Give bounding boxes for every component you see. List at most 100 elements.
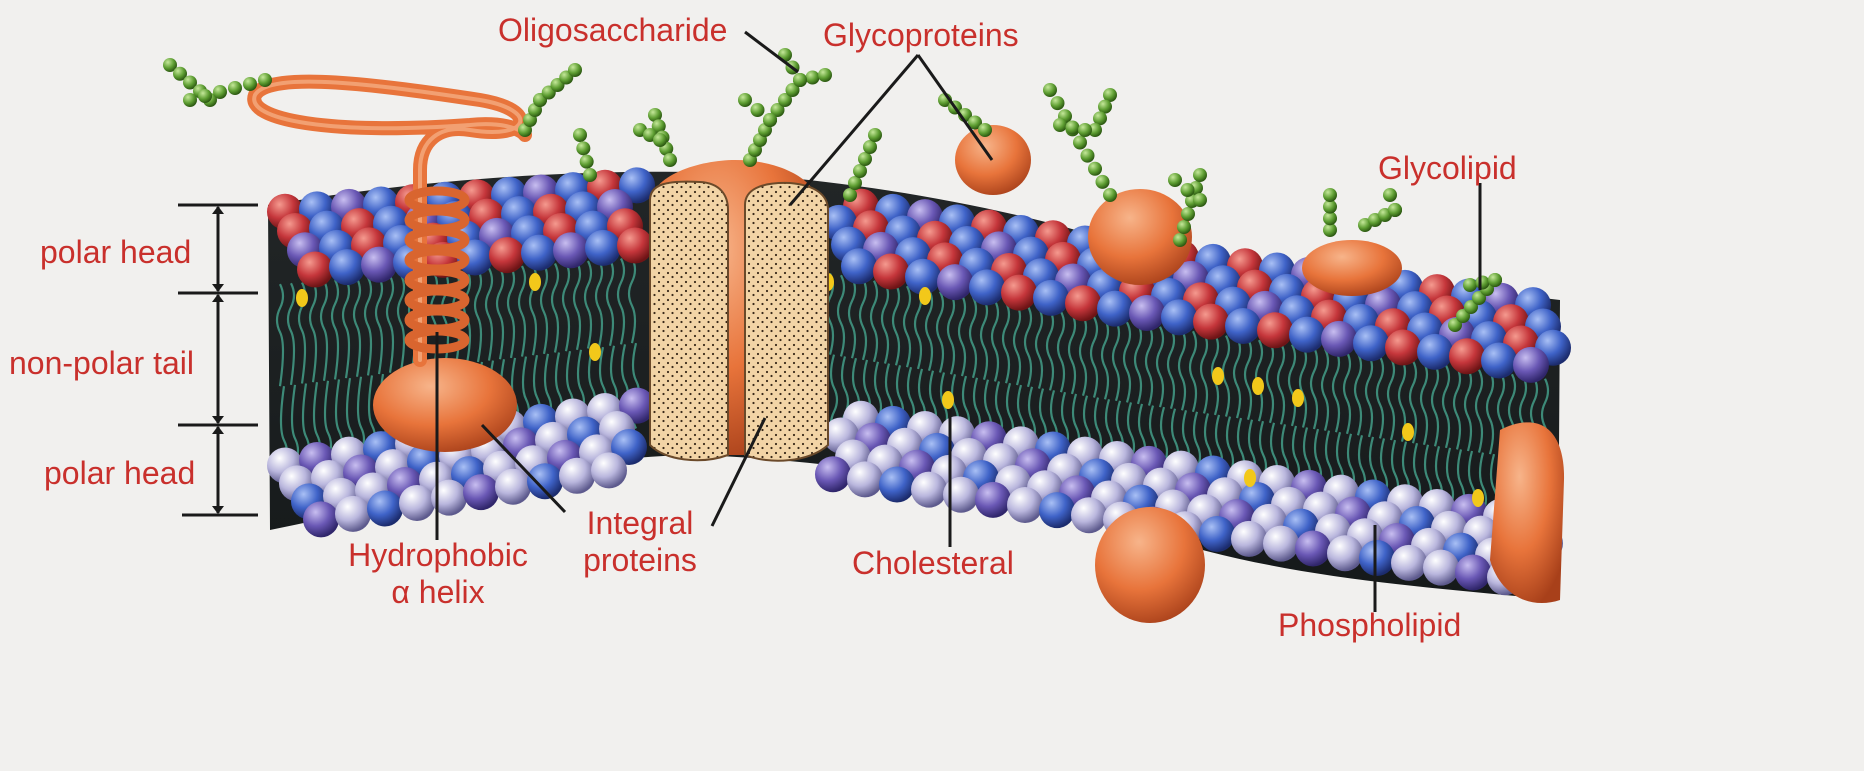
channel-protein-icon [650,160,828,461]
sugar-bead [1463,278,1477,292]
glycolipid-label: Glycolipid [1378,150,1517,187]
polar-head [1001,275,1037,311]
sugar-bead [1383,188,1397,202]
polar-head [1199,516,1235,552]
sugar-bead [818,68,832,82]
sugar-bead [583,168,597,182]
sugar-bead [1053,118,1067,132]
polar-head [585,230,621,266]
cholesterol-icon [296,289,308,307]
polar-head [1007,487,1043,523]
sugar-bead [1168,173,1182,187]
polar-head [489,237,525,273]
polar-head [329,249,365,285]
sugar-bead [1088,162,1102,176]
polar-head [1097,291,1133,327]
polar-head [1071,497,1107,533]
polar-head [969,269,1005,305]
glycoproteins-label: Glycoproteins [823,17,1019,54]
sugar-bead [1096,175,1110,189]
hydrophobic-line2: α helix [333,574,543,611]
sugar-bead [868,128,882,142]
sugar-bead [1043,83,1057,97]
polar-head-bottom-label: polar head [44,455,195,492]
polar-head [1513,347,1549,383]
cholesterol-icon [1472,489,1484,507]
polar-head [1129,295,1165,331]
polar-head [1231,521,1267,557]
sugar-bead [738,93,752,107]
polar-head [1039,492,1075,528]
cholesterol-icon [942,391,954,409]
polar-head [617,227,653,263]
polar-head [1385,330,1421,366]
sugar-bead [1066,121,1080,135]
polar-head [1263,526,1299,562]
polar-head [815,456,851,492]
sugar-bead [576,141,590,155]
sugar-bead [848,176,862,190]
peripheral-protein-right [1490,422,1564,603]
sugar-bead [1388,203,1402,217]
sugar-bead [580,155,594,169]
hydrophobic-helix-label: Hydrophobic α helix [333,537,543,611]
sugar-bead [863,140,877,154]
sugar-bead [1193,168,1207,182]
polar-head [591,452,627,488]
polar-head [1295,530,1331,566]
sugar-bead [573,128,587,142]
polar-head [463,474,499,510]
cholesterol-label: Cholesteral [852,545,1014,582]
sugar-bead [1173,233,1187,247]
polar-head [1225,308,1261,344]
polar-head [1423,550,1459,586]
polar-head [303,501,339,537]
polar-head [1359,540,1395,576]
polar-head [399,485,435,521]
integral-line1: Integral [565,505,715,542]
polar-head [559,458,595,494]
sugar-bead [183,93,197,107]
polar-head [1033,280,1069,316]
polar-head [335,496,371,532]
integral-line2: proteins [565,542,715,579]
non-polar-tail-label: non-polar tail [9,345,194,382]
cholesterol-icon [1402,423,1414,441]
polar-head [841,248,877,284]
polar-head [943,477,979,513]
polar-head [1449,338,1485,374]
sugar-bead [568,63,582,77]
polar-head-top-label: polar head [40,234,191,271]
hydrophobic-line1: Hydrophobic [333,537,543,574]
glycoprotein-icon [955,125,1031,195]
glycoprotein-icon [1302,240,1402,296]
sugar-bead [843,188,857,202]
sugar-bead [806,71,820,85]
sugar-bead [1181,207,1195,221]
sugar-bead [663,153,677,167]
polar-head [937,264,973,300]
sugar-bead [763,113,777,127]
polar-head [1417,334,1453,370]
sugar-bead [228,81,242,95]
cholesterol-icon [589,343,601,361]
cholesterol-icon [1292,389,1304,407]
sugar-bead [198,89,212,103]
sugar-bead [1073,136,1087,150]
polar-head [297,251,333,287]
polar-head [1391,545,1427,581]
polar-head [873,254,909,290]
polar-head [553,232,589,268]
sugar-bead [978,123,992,137]
phospholipid-label: Phospholipid [1278,607,1461,644]
polar-head [495,469,531,505]
sugar-bead [243,77,257,91]
sugar-bead [1051,96,1065,110]
sugar-bead [213,85,227,99]
sugar-bead [1193,193,1207,207]
sugar-bead [1476,276,1490,290]
sugar-bead [1103,188,1117,202]
polar-head [879,467,915,503]
